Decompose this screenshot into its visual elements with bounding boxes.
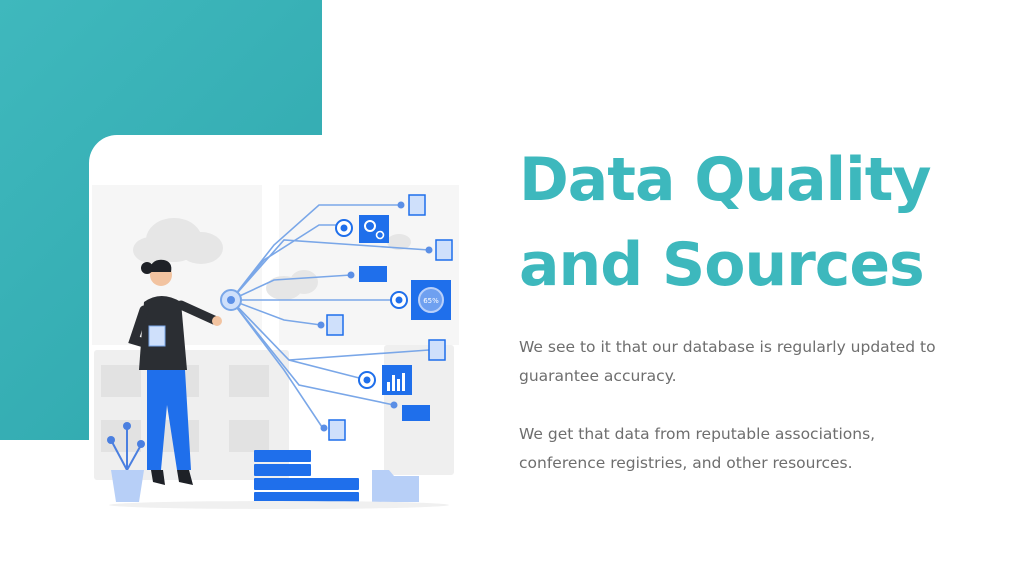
connector-nodes <box>317 201 433 432</box>
plant-pot-icon <box>107 422 145 502</box>
title-line-2: and Sources <box>519 230 925 300</box>
window-panel-icon <box>359 266 430 421</box>
title-line-1: Data Quality <box>519 145 931 215</box>
gears-panel-icon <box>359 215 389 243</box>
gauge-label: 65% <box>423 297 439 305</box>
floor-shadow <box>109 501 449 509</box>
folder-icon <box>372 470 419 502</box>
target-ring-icon <box>220 219 408 389</box>
data-analyst-illustration: 65% <box>92 185 459 509</box>
document-icon <box>326 194 453 441</box>
businesswoman-figure <box>128 259 222 485</box>
paragraph-data-sources: We get that data from reputable associat… <box>519 425 876 472</box>
paragraph-database-updates: We see to it that our database is regula… <box>519 338 936 385</box>
cloud-icon <box>133 218 411 300</box>
gauge-panel-icon: 65% <box>411 280 451 320</box>
slide-title: Data Quality and Sources <box>519 138 999 308</box>
equalizer-panel-icon <box>382 365 412 395</box>
data-flow-lines <box>230 204 430 431</box>
server-stack-icon <box>254 450 359 504</box>
